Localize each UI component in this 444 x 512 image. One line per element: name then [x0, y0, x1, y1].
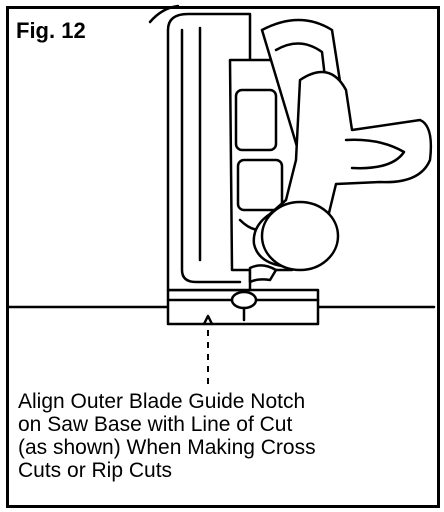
front-knob: [260, 200, 340, 272]
guard-lever: [248, 264, 278, 284]
blade-guide-notch: [202, 314, 214, 326]
figure-caption: Align Outer Blade Guide Notch on Saw Bas…: [18, 390, 316, 482]
adjust-knob: [230, 290, 258, 310]
figure-label: Fig. 12: [16, 18, 86, 43]
figure-frame: [6, 6, 440, 508]
